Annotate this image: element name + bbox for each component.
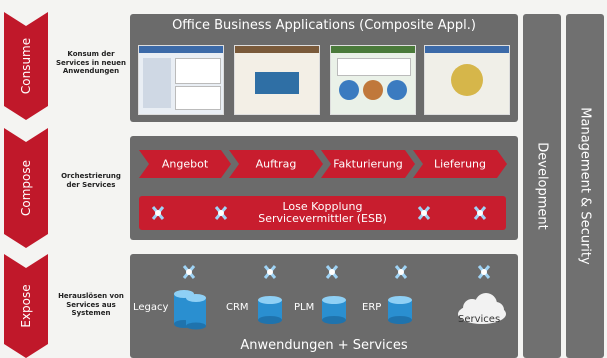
connector-icon [263,265,277,279]
systems-title: Anwendungen + Services [240,338,408,353]
system-label-crm: CRM [226,302,249,313]
database-icon [322,296,346,324]
connector-icon [477,265,491,279]
development-label: Development [534,142,550,230]
process-step-lieferung: Lieferung [413,150,507,178]
connector-icon [417,206,431,220]
app-screenshot-4 [424,45,510,115]
consume-chevron: Consume [4,12,48,120]
database-icon [388,296,412,324]
consume-description: Konsum der Services in neuen Anwendungen [56,50,126,75]
compose-chevron: Compose [4,128,48,248]
esb-line-1: Lose Kopplung [282,200,363,213]
process-step-angebot: Angebot [139,150,231,178]
system-label-erp: ERP [362,302,382,313]
connector-icon [473,206,487,220]
process-step-fakturierung: Fakturierung [321,150,415,178]
system-label-plm: PLM [294,302,315,313]
composite-apps-title: Office Business Applications (Composite … [172,18,476,33]
system-label-services: Services [458,314,501,325]
process-step-label: Lieferung [433,157,487,171]
app-screenshot-2 [234,45,320,115]
connector-icon [214,206,228,220]
process-step-label: Auftrag [255,157,297,171]
connector-icon [325,265,339,279]
esb-bar: Lose Kopplung Servicevermittler (ESB) [139,196,506,230]
app-screenshot-3 [330,45,416,115]
management-security-bar: Management & Security [566,14,604,358]
process-step-label: Angebot [161,157,209,171]
expose-chevron-label: Expose [19,284,33,328]
management-security-label: Management & Security [577,107,593,265]
expose-chevron: Expose [4,254,48,358]
connector-icon [151,206,165,220]
compose-description: Orchestrierung der Services [61,172,121,189]
connector-icon [394,265,408,279]
development-bar: Development [523,14,561,358]
cloud-icon [458,293,506,324]
system-label-legacy: Legacy [133,302,169,313]
database-icon [258,296,282,324]
consume-chevron-label: Consume [19,37,33,95]
esb-line-2: Servicevermittler (ESB) [258,212,387,225]
app-screenshot-1 [138,45,224,115]
connector-icon [182,265,196,279]
process-step-label: Fakturierung [333,157,403,171]
database-icon [174,290,206,330]
expose-description: Herauslösen von Services aus Systemen [58,292,124,317]
compose-chevron-label: Compose [19,159,33,217]
process-step-auftrag: Auftrag [229,150,323,178]
